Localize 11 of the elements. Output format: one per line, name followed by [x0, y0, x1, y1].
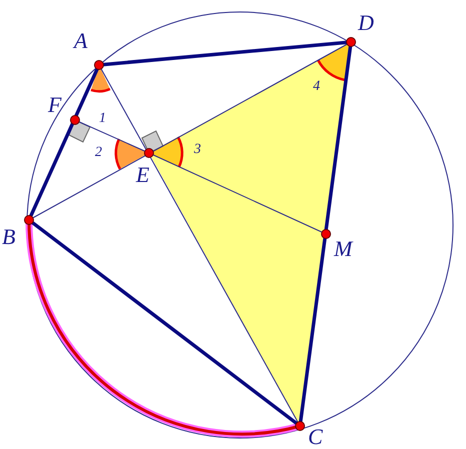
point-label: B: [2, 226, 16, 248]
point-label: A: [74, 30, 88, 52]
point-label: C: [308, 426, 323, 448]
angle-label: 2: [95, 146, 102, 160]
angle-label: 1: [99, 112, 106, 126]
point-label: F: [48, 94, 62, 116]
angle-label: 4: [313, 80, 320, 94]
point-label: D: [358, 12, 374, 34]
point-label: M: [334, 238, 352, 260]
point-label: E: [136, 164, 150, 186]
angle-label: 3: [194, 143, 201, 157]
